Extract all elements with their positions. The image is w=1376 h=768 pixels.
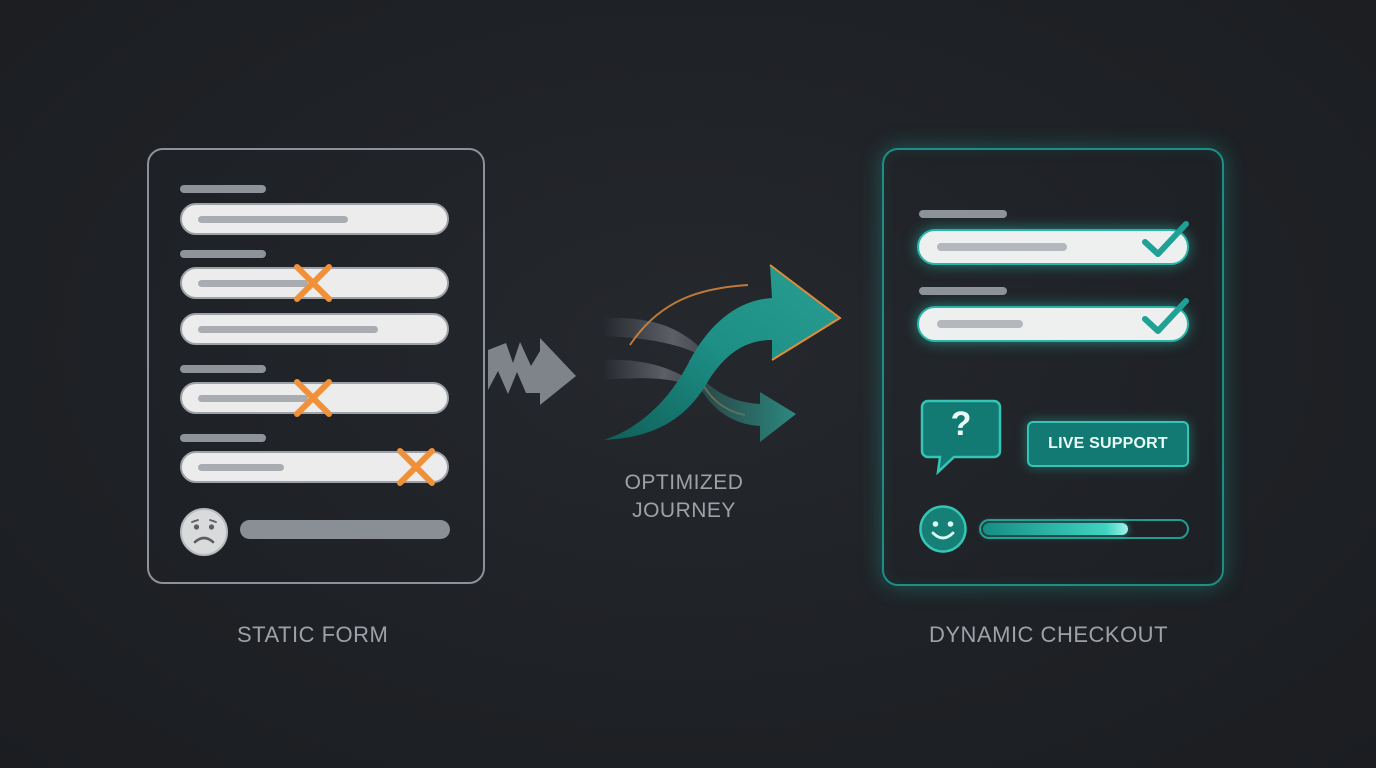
- dynamic-field-2[interactable]: [917, 306, 1189, 342]
- field-text-placeholder: [198, 464, 284, 471]
- field-text-placeholder: [198, 280, 308, 287]
- check-icon: [1142, 298, 1189, 334]
- progress-fill: [983, 523, 1128, 535]
- field-text-placeholder: [198, 216, 348, 223]
- field-label-placeholder: [919, 287, 1007, 295]
- smile-face-icon: [919, 505, 967, 553]
- dynamic-field-1[interactable]: [917, 229, 1189, 265]
- field-label-placeholder: [919, 210, 1007, 218]
- static-form-caption: STATIC FORM: [237, 622, 389, 647]
- field-text-placeholder: [198, 326, 378, 333]
- static-form-card: [147, 148, 485, 584]
- x-icon: [294, 264, 332, 302]
- field-label-placeholder: [180, 365, 266, 373]
- status-bar-placeholder: [240, 520, 450, 539]
- field-label-placeholder: [180, 185, 266, 193]
- dynamic-checkout-caption: DYNAMIC CHECKOUT: [929, 622, 1169, 647]
- static-field-4[interactable]: [180, 382, 449, 414]
- check-icon: [1142, 221, 1189, 257]
- arrows-icon: [488, 264, 842, 442]
- progress-bar: [979, 519, 1189, 539]
- optimized-journey-caption: OPTIMIZED JOURNEY: [584, 469, 784, 525]
- field-text-placeholder: [937, 320, 1023, 328]
- field-label-placeholder: [180, 250, 266, 258]
- live-support-button[interactable]: LIVE SUPPORT: [1027, 421, 1189, 467]
- caption-line-2: JOURNEY: [632, 499, 736, 522]
- caption-line-1: OPTIMIZED: [624, 471, 744, 494]
- static-field-1[interactable]: [180, 203, 449, 235]
- field-label-placeholder: [180, 434, 266, 442]
- field-text-placeholder: [937, 243, 1067, 251]
- x-icon: [397, 448, 435, 486]
- question-mark: ?: [950, 405, 972, 443]
- static-field-3[interactable]: [180, 313, 449, 345]
- field-text-placeholder: [198, 395, 308, 402]
- sad-face-icon: [180, 508, 228, 556]
- x-icon: [294, 379, 332, 417]
- question-bubble-icon[interactable]: ?: [920, 399, 1002, 475]
- speech-bubble-shape: [920, 399, 1002, 475]
- static-field-2[interactable]: [180, 267, 449, 299]
- dynamic-checkout-card: [882, 148, 1224, 586]
